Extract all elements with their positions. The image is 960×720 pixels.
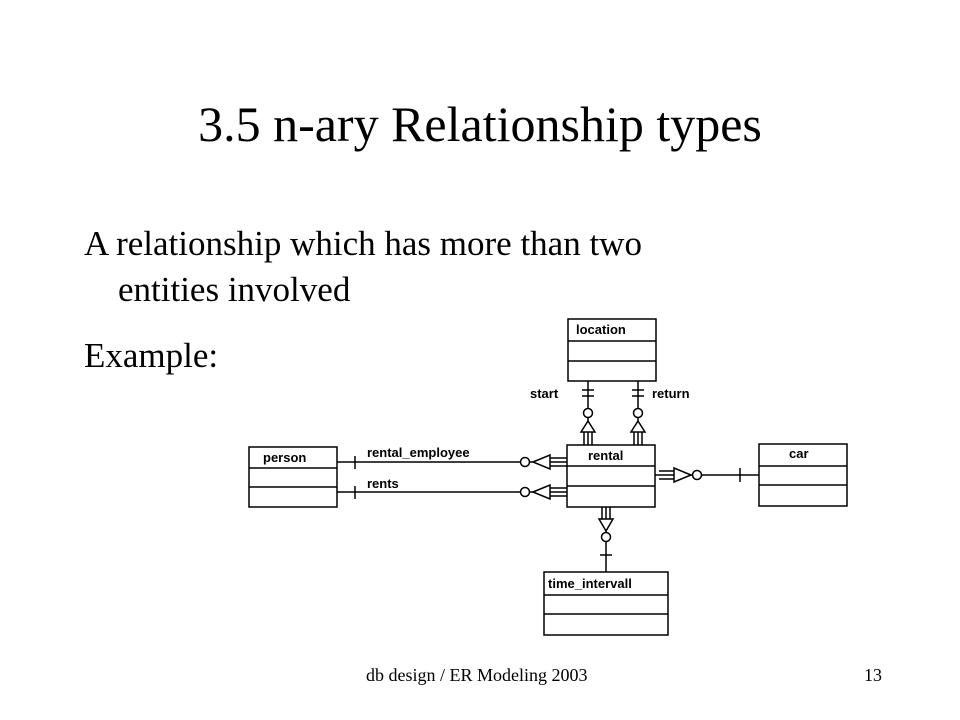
relationship-label-start: start: [530, 386, 559, 401]
entity-location: [567, 318, 657, 382]
relationship-rental-employee: [337, 453, 567, 471]
entity-label-person: person: [263, 450, 306, 465]
relationship-time-intervall: [597, 507, 615, 572]
definition-line-1: A relationship which has more than two: [84, 224, 642, 263]
entity-car: [758, 443, 848, 507]
entity-time-intervall: [543, 571, 669, 636]
footer-page-number: 13: [864, 665, 882, 685]
entity-label-time-intervall: time_intervall: [548, 576, 632, 591]
entity-label-location: location: [576, 322, 626, 337]
entity-label-car: car: [789, 446, 809, 461]
footer-course: db design / ER Modeling 2003: [366, 665, 588, 685]
relationship-label-rental-employee: rental_employee: [367, 445, 470, 460]
relationship-start: [579, 381, 597, 445]
relationship-car: [655, 466, 759, 484]
relationship-rents: [337, 483, 567, 501]
entity-person: [248, 446, 338, 508]
entity-label-rental: rental: [588, 448, 623, 463]
relationship-label-return: return: [652, 386, 690, 401]
definition-line-2: entities involved: [118, 270, 351, 309]
relationship-return: [629, 381, 647, 445]
slide-title: 3.5 n-ary Relationship types: [198, 96, 762, 152]
relationship-label-rents: rents: [367, 476, 399, 491]
entity-rental: [566, 444, 656, 508]
example-label: Example:: [84, 336, 219, 375]
